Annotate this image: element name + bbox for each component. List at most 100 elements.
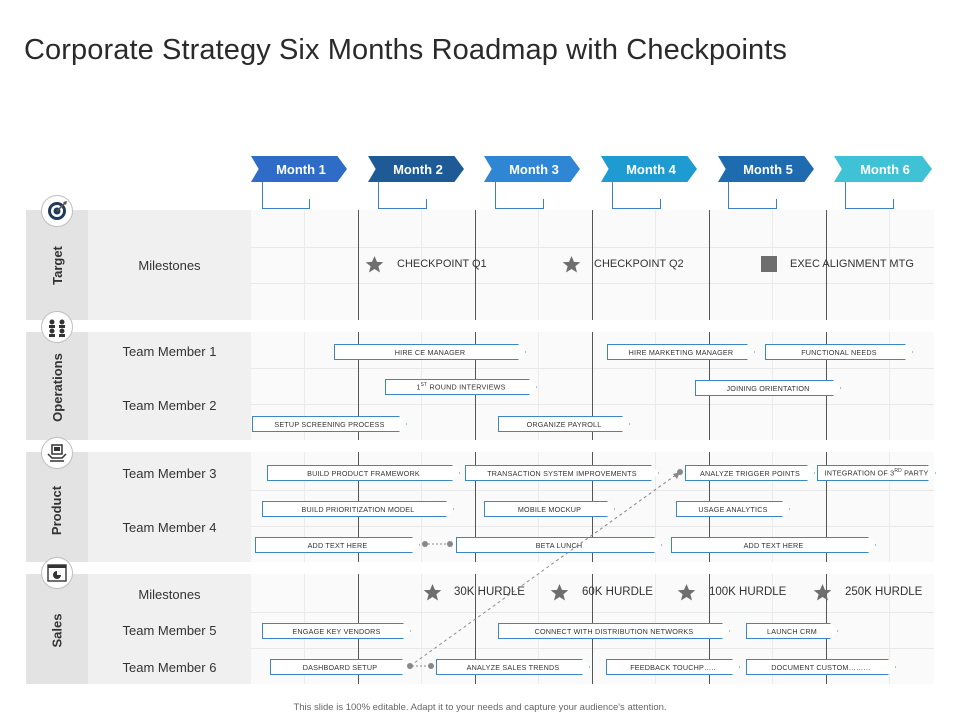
task-beta-lunch[interactable]: BETA LUNCH — [456, 537, 662, 553]
dependency-dot — [447, 541, 453, 547]
task-integration-third-party[interactable]: INTEGRATION OF 3RD PARTY — [817, 465, 936, 481]
milestone-checkpoint-q1: CHECKPOINT Q1 — [397, 258, 487, 270]
row-label-area-target — [88, 210, 251, 320]
task-add-text-here-2[interactable]: ADD TEXT HERE — [671, 537, 876, 553]
task-label: ANALYZE SALES TRENDS — [466, 662, 560, 672]
month-tab-6: Month 6 — [834, 156, 932, 182]
month-connector-3 — [495, 182, 544, 209]
task-mobile-mockup[interactable]: MOBILE MOCKUP — [484, 501, 615, 517]
month-tab-2: Month 2 — [368, 156, 464, 182]
task-label: HIRE CE MANAGER — [394, 347, 466, 357]
row-label-team-member-6: Team Member 6 — [122, 660, 217, 675]
task-label: DASHBOARD SETUP — [302, 662, 378, 672]
star-icon — [562, 255, 581, 273]
task-build-prioritization-model[interactable]: BUILD PRIORITIZATION MODEL — [262, 501, 454, 517]
category-separator — [26, 320, 934, 332]
task-joining-orientation[interactable]: JOINING ORIENTATION — [695, 380, 841, 396]
row-label-area-product — [88, 452, 251, 562]
task-label: BUILD PRIORITIZATION MODEL — [301, 504, 415, 514]
category-band-sales — [26, 574, 88, 684]
task-usage-analytics[interactable]: USAGE ANALYTICS — [676, 501, 790, 517]
category-separator — [26, 562, 934, 574]
row-label-team-member-5: Team Member 5 — [122, 623, 217, 638]
category-band-operations — [26, 332, 88, 440]
task-engage-key-vendors[interactable]: ENGAGE KEY VENDORS — [262, 623, 411, 639]
task-label: HIRE MARKETING MANAGER — [628, 347, 734, 357]
row-label-team-member-3: Team Member 3 — [122, 466, 217, 481]
row-label-team-member-1: Team Member 1 — [122, 344, 217, 359]
task-label: DOCUMENT CUSTOM……… — [771, 662, 871, 672]
task-label-number: 1 — [416, 382, 421, 392]
footer-note: This slide is 100% editable. Adapt it to… — [293, 702, 667, 713]
month-connector-5 — [728, 182, 777, 209]
task-label: ENGAGE KEY VENDORS — [292, 626, 381, 636]
milestone-100k-hurdle: 100K HURDLE — [709, 586, 787, 598]
square-marker-icon — [761, 256, 777, 272]
milestone-30k-hurdle: 30K HURDLE — [454, 586, 525, 598]
dependency-dot — [677, 469, 683, 475]
milestone-checkpoint-q2: CHECKPOINT Q2 — [594, 258, 684, 270]
task-connect-distribution-networks[interactable]: CONNECT WITH DISTRIBUTION NETWORKS — [498, 623, 730, 639]
team-icon — [41, 311, 73, 343]
task-analyze-sales-trends[interactable]: ANALYZE SALES TRENDS — [436, 659, 590, 675]
task-label: SETUP SCREENING PROCESS — [274, 419, 385, 429]
task-setup-screening-process[interactable]: SETUP SCREENING PROCESS — [252, 416, 407, 432]
task-label: ORGANIZE PAYROLL — [526, 419, 602, 429]
category-band-product — [26, 452, 88, 562]
month-tab-4: Month 4 — [601, 156, 697, 182]
task-functional-needs[interactable]: FUNCTIONAL NEEDS — [765, 344, 913, 360]
task-document-custom[interactable]: DOCUMENT CUSTOM……… — [746, 659, 896, 675]
task-label: MOBILE MOCKUP — [517, 504, 582, 514]
task-label: FUNCTIONAL NEEDS — [801, 347, 877, 357]
month-label-1: Month 1 — [276, 161, 326, 177]
task-launch-crm[interactable]: LAUNCH CRM — [746, 623, 838, 639]
star-icon — [677, 583, 696, 601]
task-first-round-interviews[interactable]: 1ST ROUND INTERVIEWS — [385, 379, 537, 395]
task-hire-marketing-manager[interactable]: HIRE MARKETING MANAGER — [607, 344, 755, 360]
task-label-sup: ST — [420, 382, 428, 389]
category-band-target — [26, 210, 88, 320]
task-label: BETA LUNCH — [535, 540, 583, 550]
star-icon — [365, 255, 384, 273]
month-connector-1 — [262, 182, 310, 209]
task-label: LAUNCH CRM — [767, 626, 817, 636]
page-title: Corporate Strategy Six Months Roadmap wi… — [24, 34, 787, 66]
task-build-product-framework[interactable]: BUILD PRODUCT FRAMEWORK — [267, 465, 460, 481]
row-label-area-operations — [88, 332, 251, 440]
task-feedback-touchp[interactable]: FEEDBACK TOUCHP….. — [606, 659, 740, 675]
task-label-text: PARTY — [904, 468, 929, 478]
task-label: ADD TEXT HERE — [307, 540, 368, 550]
task-transaction-system-improvements[interactable]: TRANSACTION SYSTEM IMPROVEMENTS — [465, 465, 659, 481]
month-label-5: Month 5 — [743, 161, 793, 177]
month-connector-4 — [612, 182, 661, 209]
month-label-4: Month 4 — [626, 161, 676, 177]
row-label-area-sales — [88, 574, 251, 684]
task-add-text-here-1[interactable]: ADD TEXT HERE — [255, 537, 420, 553]
milestone-60k-hurdle: 60K HURDLE — [582, 586, 653, 598]
task-label: 1ST ROUND INTERVIEWS — [416, 382, 505, 391]
task-label: JOINING ORIENTATION — [726, 383, 810, 393]
dependency-dot — [422, 541, 428, 547]
month-tab-5: Month 5 — [718, 156, 814, 182]
target-icon — [41, 195, 73, 227]
star-icon — [423, 583, 442, 601]
task-label: TRANSACTION SYSTEM IMPROVEMENTS — [487, 468, 637, 478]
task-hire-ce-manager[interactable]: HIRE CE MANAGER — [334, 344, 526, 360]
task-label-text: ROUND INTERVIEWS — [429, 382, 506, 392]
milestone-exec-alignment: EXEC ALIGNMENT MTG — [790, 258, 914, 270]
task-analyze-trigger-points[interactable]: ANALYZE TRIGGER POINTS — [685, 465, 815, 481]
task-label: INTEGRATION OF 3RD PARTY — [825, 468, 929, 477]
milestone-250k-hurdle: 250K HURDLE — [845, 586, 923, 598]
dependency-dot — [428, 663, 434, 669]
sales-chart-icon — [41, 557, 73, 589]
row-label-team-member-4: Team Member 4 — [122, 520, 217, 535]
star-icon — [550, 583, 569, 601]
task-label: FEEDBACK TOUCHP….. — [630, 662, 716, 672]
month-tab-1: Month 1 — [251, 156, 347, 182]
dependency-dot — [407, 663, 413, 669]
month-connector-2 — [378, 182, 427, 209]
month-label-2: Month 2 — [393, 161, 443, 177]
month-label-3: Month 3 — [509, 161, 559, 177]
task-organize-payroll[interactable]: ORGANIZE PAYROLL — [498, 416, 630, 432]
